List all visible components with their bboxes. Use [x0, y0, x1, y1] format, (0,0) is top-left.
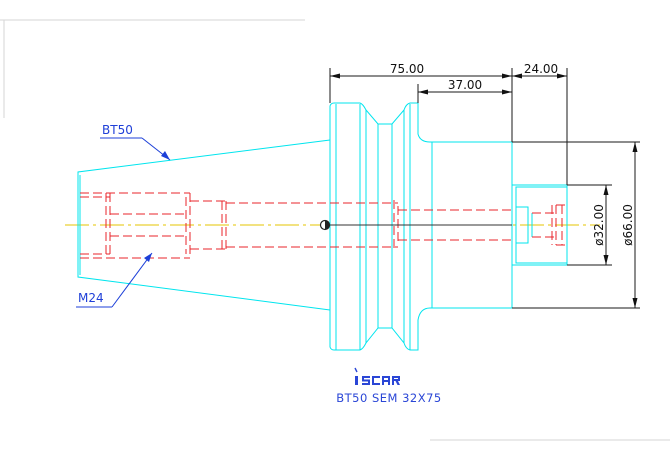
dimension-d66-label: ø66.00 [621, 204, 635, 246]
dimension-d32-label: ø32.00 [592, 204, 606, 246]
m24-callout: M24 [78, 291, 104, 305]
dimension-75 [329, 68, 513, 142]
flange-outline [329, 102, 513, 351]
m24-leader [76, 252, 153, 308]
hidden-internal-lines [80, 192, 567, 259]
dimension-24-label: 24.00 [524, 62, 558, 76]
dimension-24 [512, 68, 568, 185]
sheet-frame [0, 19, 670, 441]
part-caption: BT50 SEM 32X75 [336, 391, 442, 405]
bt50-callout: BT50 [102, 123, 133, 137]
dimension-75-label: 75.00 [390, 62, 424, 76]
dimension-37 [417, 84, 512, 103]
bt50-leader [100, 137, 171, 161]
iscar-logo [354, 367, 400, 385]
dimension-d66 [512, 141, 640, 309]
dimension-d32 [567, 184, 612, 266]
dimension-37-label: 37.00 [448, 78, 482, 92]
axis-rod [319, 219, 512, 231]
